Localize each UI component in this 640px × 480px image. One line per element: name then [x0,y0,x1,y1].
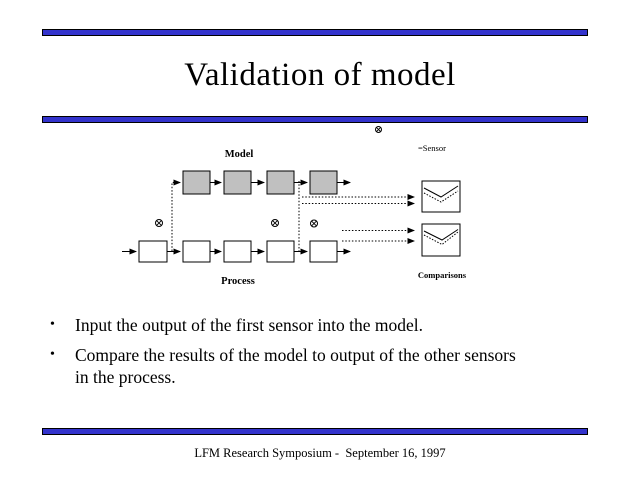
comparison-box-top [421,180,461,213]
model-box [266,170,295,195]
validation-diagram: =Sensor Model [122,126,467,287]
process-box [182,240,211,263]
model-box [182,170,211,195]
sensor-legend-label: =Sensor [418,143,446,153]
page-title: Validation of model [184,57,456,93]
comparison-wave-dotted [423,231,459,246]
sensor-icon [271,219,279,227]
title-underline-bar [42,116,588,123]
bullet-text: Input the output of the first sensor int… [75,315,424,335]
comparison-bottom-dotted-arrows [342,227,415,244]
comparison-top-dotted-arrows [302,194,415,207]
comparison-wave-solid [423,229,459,241]
process-box [309,240,338,263]
footer-text: LFM Research Symposium - September 16, 1… [194,446,446,460]
sensor-icon [155,219,163,227]
process-box [223,240,252,263]
process-boxes [138,240,338,263]
model-label: Model [225,149,254,160]
bullet-text: Compare the results of the model to outp… [75,345,516,387]
bullet-list: • Input the output of the first sensor i… [50,314,590,396]
model-box [223,170,252,195]
comparison-wave-solid [423,185,459,198]
bullet-marker-icon: • [50,317,55,332]
comparisons-label: Comparisons [418,270,467,280]
comparison-box-bottom [421,223,461,257]
bullet-marker-icon: • [50,347,55,362]
sensor-legend-icon [375,126,382,133]
comparison-wave-dotted [423,190,459,203]
process-label: Process [221,276,255,287]
process-box [138,240,168,263]
model-box [309,170,338,195]
bullet-item: • Compare the results of the model to ou… [50,344,590,388]
footer-accent-bar [42,428,588,435]
process-box [266,240,295,263]
bullet-item: • Input the output of the first sensor i… [50,314,590,336]
top-accent-bar [42,29,588,36]
sensor1-to-model-dotted-arrow [171,179,181,251]
sensor-icon [310,219,318,228]
